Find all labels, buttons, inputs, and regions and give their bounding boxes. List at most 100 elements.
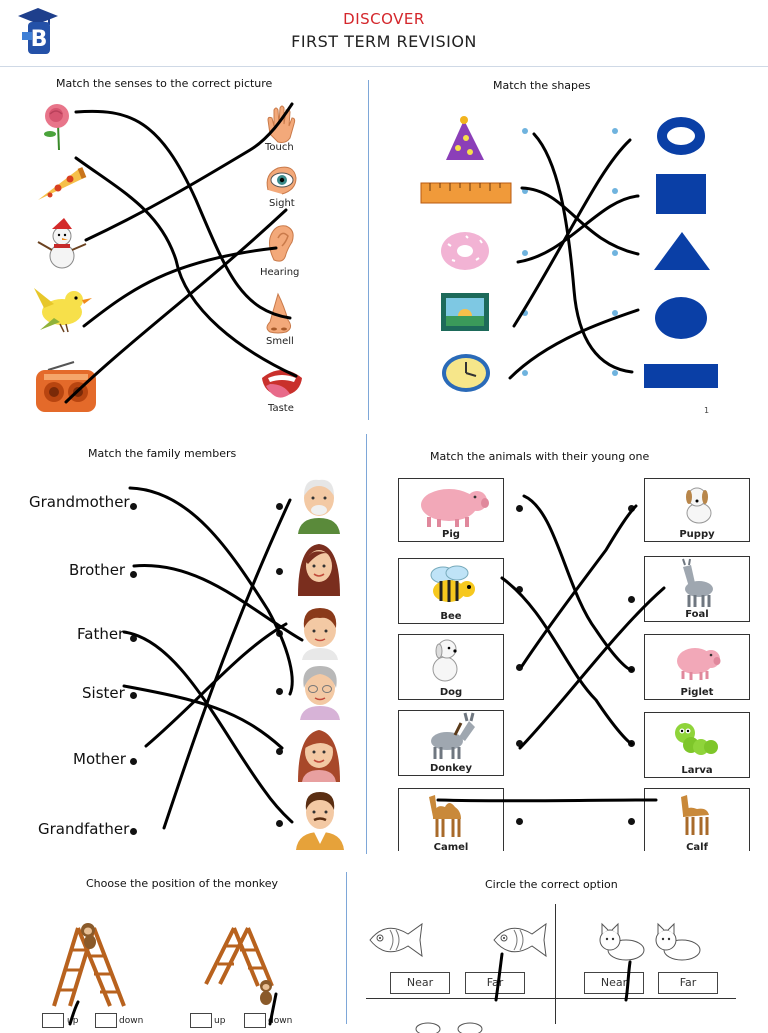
animal-match-dot[interactable] <box>628 596 635 603</box>
cat-icon <box>596 922 648 966</box>
young-label-piglet: Piglet <box>680 687 714 698</box>
donkey-icon <box>431 712 475 759</box>
monkey-answer-marks <box>68 992 278 1026</box>
grandmother-face-icon <box>296 662 344 724</box>
bee-icon <box>430 565 475 602</box>
sense-label-smell: Smell <box>266 336 294 347</box>
shape-match-dot[interactable] <box>522 310 528 316</box>
shape-match-dot[interactable] <box>612 188 618 194</box>
boy-face-icon <box>296 604 344 664</box>
circle-answer-marks <box>494 952 632 1002</box>
animal-label-bee: Bee <box>440 611 462 622</box>
family-match-dot[interactable] <box>276 568 283 575</box>
far-option-box[interactable]: Far <box>658 972 718 994</box>
picture-frame-icon <box>440 292 490 336</box>
fish-icon <box>366 918 426 966</box>
ladder-with-monkey-icon <box>48 916 148 1012</box>
sense-label-sight: Sight <box>269 198 295 209</box>
donut-icon <box>440 230 490 276</box>
ladder-monkey-below-icon <box>200 922 290 1012</box>
animal-card-donkey: Donkey <box>398 710 504 776</box>
eye-icon <box>262 164 300 204</box>
animal-card-camel: Camel <box>398 788 504 853</box>
option-down-label: down <box>268 1016 293 1026</box>
circle-heading: Circle the correct option <box>485 878 618 891</box>
option-up-label: up <box>214 1016 226 1026</box>
animal-card-pig: Pig <box>398 478 504 542</box>
family-heading: Match the family members <box>88 447 237 460</box>
monkey-heading: Choose the position of the monkey <box>86 877 279 890</box>
svg-text:B: B <box>31 27 48 52</box>
shape-match-dot[interactable] <box>522 370 528 376</box>
animal-label-donkey: Donkey <box>430 763 472 774</box>
family-label-brother: Brother <box>69 561 126 579</box>
option-down-label: down <box>119 1016 144 1026</box>
pizza-icon <box>36 164 87 208</box>
section-divider <box>366 434 367 854</box>
girl-face-icon <box>294 724 344 786</box>
senses-heading: Match the senses to the correct picture <box>56 77 273 90</box>
woman-face-icon <box>294 536 344 602</box>
square-shape <box>656 174 706 214</box>
rose-icon <box>38 102 78 154</box>
dog-icon <box>432 639 458 682</box>
family-match-dot[interactable] <box>130 758 137 765</box>
piglet-icon <box>677 648 721 680</box>
ear-icon <box>266 224 296 270</box>
circle-divider <box>555 904 556 1024</box>
family-match-dot[interactable] <box>276 503 283 510</box>
family-match-dot[interactable] <box>130 503 137 510</box>
senses-answer-lines <box>64 102 298 404</box>
shape-match-dot[interactable] <box>612 250 618 256</box>
family-label-mother: Mother <box>73 750 126 768</box>
puppy-icon <box>686 487 712 524</box>
shape-match-dot[interactable] <box>612 310 618 316</box>
animal-label-dog: Dog <box>439 687 463 698</box>
family-label-grandmother: Grandmother <box>29 493 130 511</box>
option-up-label: up <box>67 1016 79 1026</box>
animal-match-dot[interactable] <box>516 818 523 825</box>
young-label-puppy: Puppy <box>679 529 715 540</box>
shape-match-dot[interactable] <box>612 128 618 134</box>
animal-match-dot[interactable] <box>516 586 523 593</box>
oval-shape <box>654 296 708 344</box>
circle-row-divider <box>366 998 736 999</box>
animal-match-dot[interactable] <box>628 505 635 512</box>
shape-match-dot[interactable] <box>612 370 618 376</box>
rectangle-shape <box>644 364 718 388</box>
grandfather-face-icon <box>294 474 344 538</box>
sense-label-touch: Touch <box>265 142 294 153</box>
foal-icon <box>682 558 713 607</box>
clock-icon <box>440 352 492 398</box>
page-number: 1 <box>704 406 710 415</box>
family-match-dot[interactable] <box>276 820 283 827</box>
family-label-grandfather: Grandfather <box>38 820 130 838</box>
animal-match-dot[interactable] <box>516 505 523 512</box>
family-match-dot[interactable] <box>276 748 283 755</box>
animal-match-dot[interactable] <box>516 664 523 671</box>
near-option-box[interactable]: Near <box>390 972 450 994</box>
triangle-shape <box>652 230 712 276</box>
camel-icon <box>429 795 461 837</box>
family-match-dot[interactable] <box>130 571 137 578</box>
family-match-dot[interactable] <box>276 688 283 695</box>
sense-label-taste: Taste <box>268 403 294 414</box>
page-title: DISCOVER <box>343 10 425 28</box>
man-face-icon <box>294 786 346 854</box>
family-match-dot[interactable] <box>130 635 137 642</box>
animal-label-camel: Camel <box>433 842 469 853</box>
school-logo: B <box>14 6 62 58</box>
animal-match-dot[interactable] <box>628 818 635 825</box>
calf-icon <box>681 795 709 835</box>
family-match-dot[interactable] <box>130 692 137 699</box>
young-label-foal: Foal <box>685 609 709 620</box>
family-match-dot[interactable] <box>130 828 137 835</box>
shape-match-dot[interactable] <box>522 250 528 256</box>
shape-match-dot[interactable] <box>522 128 528 134</box>
bird-icon <box>32 280 98 340</box>
animal-match-dot[interactable] <box>516 740 523 747</box>
cat-icon <box>652 922 704 966</box>
section-divider <box>346 872 347 1024</box>
sense-label-hearing: Hearing <box>260 267 300 278</box>
shape-match-dot[interactable] <box>522 188 528 194</box>
